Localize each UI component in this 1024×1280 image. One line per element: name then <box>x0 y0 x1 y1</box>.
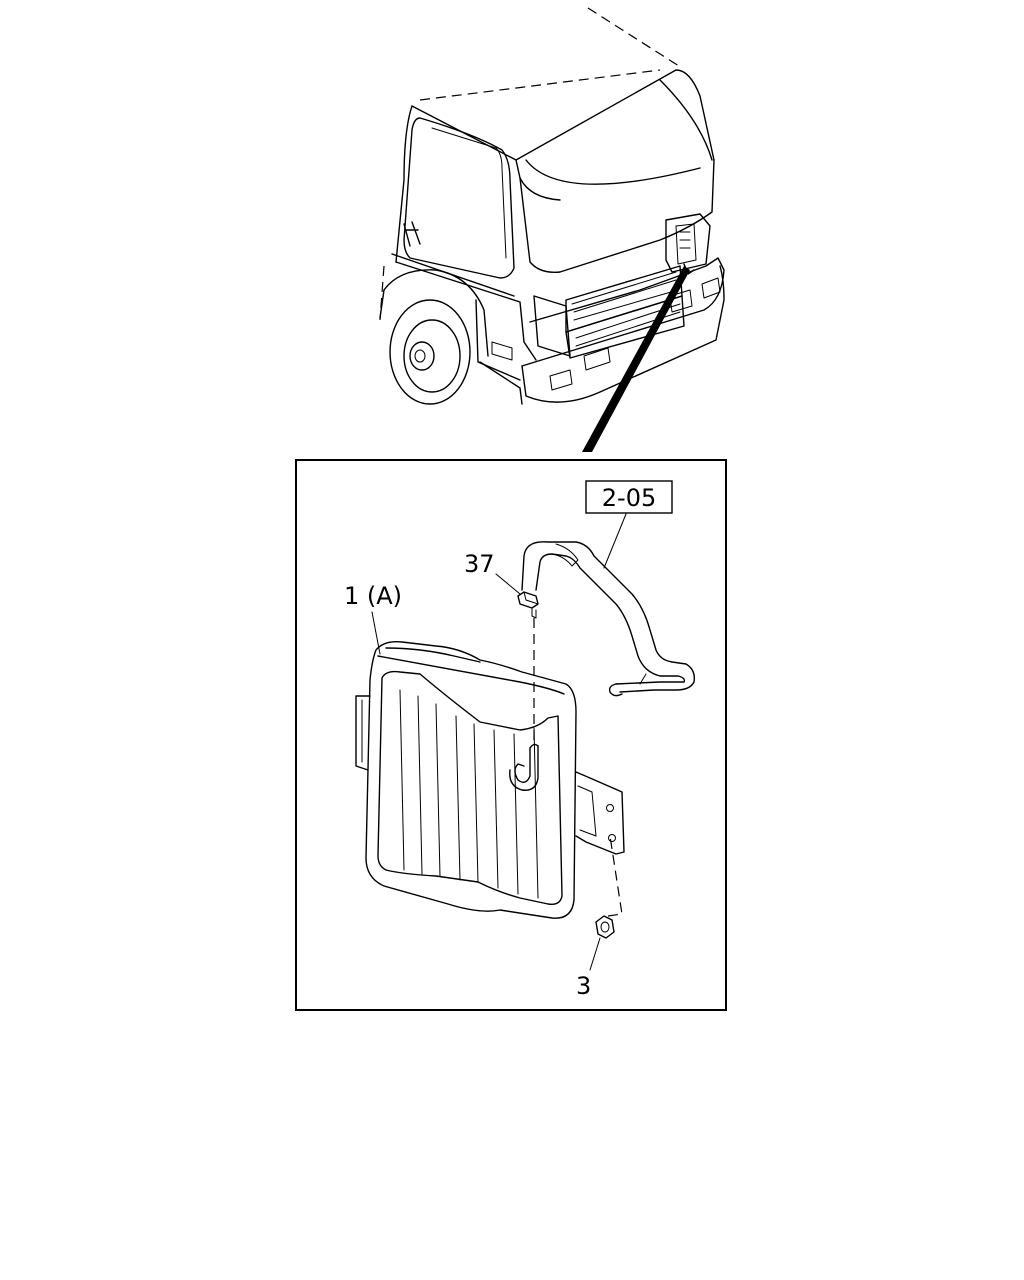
nut-part-3 <box>595 834 623 939</box>
detail-leader-line <box>582 266 690 452</box>
leader-part-3 <box>589 937 601 971</box>
connector-part-37 <box>517 591 539 744</box>
truck-cab-illustration <box>379 7 725 405</box>
leader-ref-section <box>603 513 627 569</box>
leader-part-1 <box>371 611 381 655</box>
label-part-3[interactable]: 3 <box>576 972 591 1000</box>
label-part-37[interactable]: 37 <box>464 550 495 578</box>
leader-part-37 <box>495 573 521 595</box>
washer-hose <box>521 541 696 697</box>
ref-section-label: 2-05 <box>602 484 656 512</box>
label-part-1[interactable]: 1 (A) <box>344 582 402 610</box>
detail-frame <box>295 459 727 1011</box>
washer-tank <box>355 640 625 919</box>
callout-ref-section[interactable]: 2-05 <box>585 480 673 514</box>
